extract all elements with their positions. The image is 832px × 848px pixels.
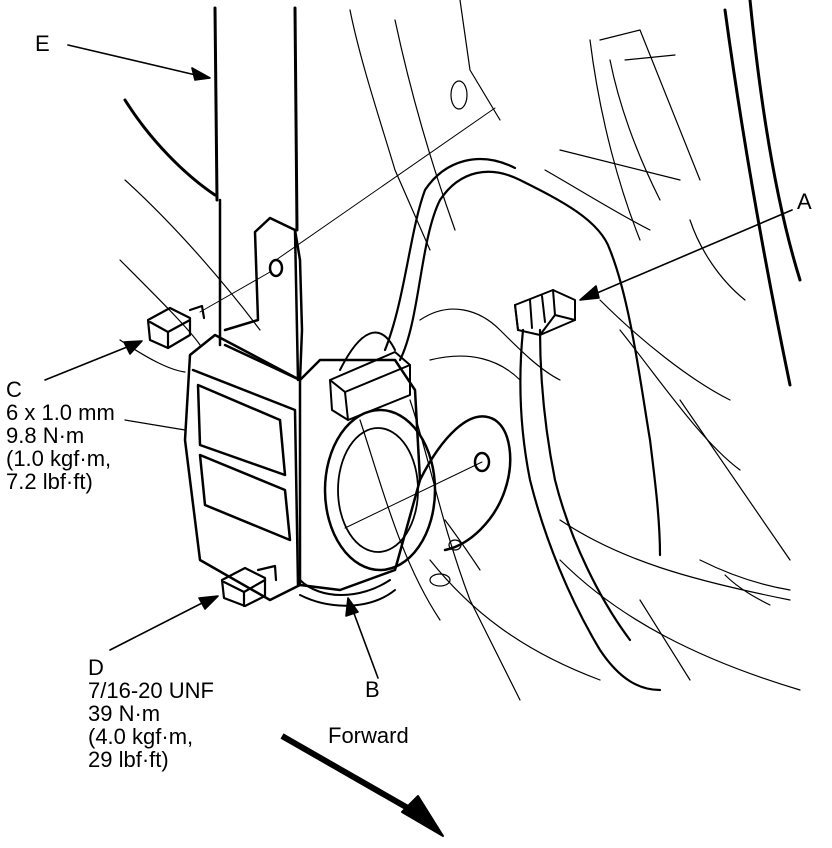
callout-c-torque-kgfm: (1.0 kgf·m, [6, 446, 112, 471]
belt-exit [218, 198, 302, 382]
callout-c-size: 6 x 1.0 mm [6, 400, 115, 425]
callout-d-block: D 7/16-20 UNF 39 N·m (4.0 kgf·m, 29 lbf·… [88, 656, 214, 771]
leader-lines [44, 44, 793, 679]
callout-d-torque-kgfm: (4.0 kgf·m, [88, 724, 194, 749]
connector-a [514, 289, 576, 336]
callout-e-letter: E [35, 31, 50, 56]
upper-bracket [223, 107, 496, 382]
mounting-plate [344, 415, 512, 552]
pillar-edges [123, 0, 802, 387]
callout-d-torque-nm: 39 N·m [88, 701, 161, 726]
callout-c-block: C 6 x 1.0 mm 9.8 N·m (1.0 kgf·m, 7.2 lbf… [6, 378, 115, 493]
callout-d-torque-lbfft: 29 lbf·ft) [88, 747, 169, 772]
retractor-connector [329, 331, 411, 421]
callout-c-torque-nm: 9.8 N·m [6, 423, 85, 448]
forward-label: Forward [328, 723, 409, 748]
callout-a-letter: A [797, 189, 812, 214]
callout-c-letter: C [6, 377, 22, 402]
callout-d-letter: D [88, 655, 104, 680]
callout-b-letter: B [365, 677, 380, 702]
callout-c-torque-lbfft: 7.2 lbf·ft) [6, 469, 93, 494]
forward-arrow [280, 733, 444, 837]
body-panel-lines [119, 0, 801, 701]
belt-webbing [213, 6, 299, 232]
wire-harness [383, 157, 662, 692]
bolt-c [146, 271, 271, 350]
bolt-d [220, 564, 278, 608]
retractor-housing [183, 333, 437, 607]
callout-d-size: 7/16-20 UNF [88, 678, 214, 703]
